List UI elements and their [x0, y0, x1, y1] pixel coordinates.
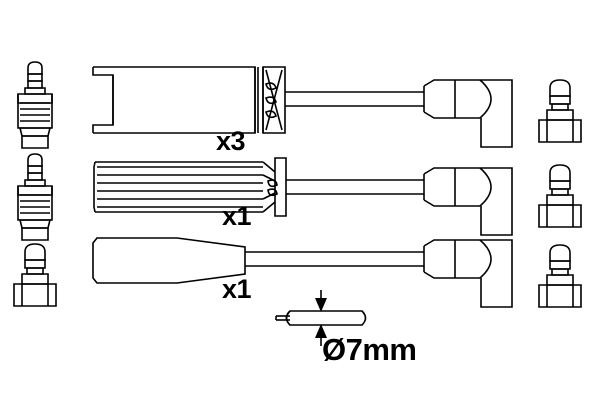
left-boot-2	[17, 153, 53, 241]
right-boot-1	[538, 79, 582, 143]
left-boot-1	[17, 61, 53, 149]
arrow-heads	[315, 298, 327, 338]
cable-sample	[275, 310, 367, 326]
right-boot-3	[538, 244, 582, 308]
cable-assembly-row-3	[92, 237, 513, 308]
cable-assembly-row-2	[93, 157, 513, 236]
quantity-label-row-3: x1	[222, 274, 252, 304]
cable-diameter-label: Ø7mm	[322, 332, 417, 367]
quantity-label-row-1: x3	[216, 126, 246, 156]
right-boot-2	[538, 164, 582, 228]
quantity-label-row-2: x1	[222, 201, 252, 231]
cable-assembly-row-1	[92, 66, 513, 148]
left-boot-3	[13, 243, 57, 307]
